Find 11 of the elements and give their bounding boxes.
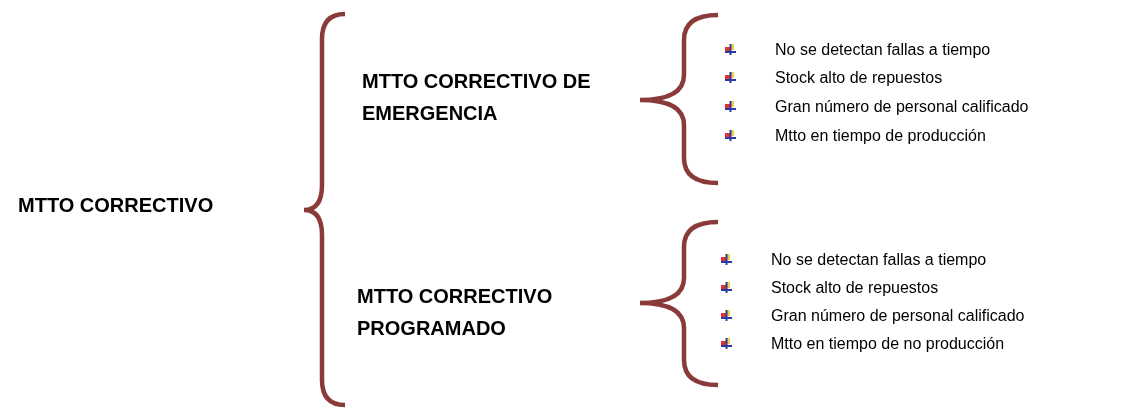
bullet-text: No se detectan fallas a tiempo [771,250,987,270]
heading-text: MTTO CORRECTIVO PROGRAMADO [357,284,554,341]
heading-text: MTTO CORRECTIVO [18,193,215,218]
bullet-text: Mtto en tiempo de producción [775,126,986,146]
bullet-text: Gran número de personal calificado [771,306,1025,326]
bullet-text: Stock alto de repuestos [771,278,939,298]
bullet-text: Gran número de personal calificado [775,97,1029,117]
bullet-text: Stock alto de repuestos [775,68,943,88]
bullet-text: No se detectan fallas a tiempo [775,40,991,60]
bullet-text: Mtto en tiempo de no producción [771,334,1005,354]
heading-text: MTTO CORRECTIVO DE EMERGENCIA [362,69,592,126]
